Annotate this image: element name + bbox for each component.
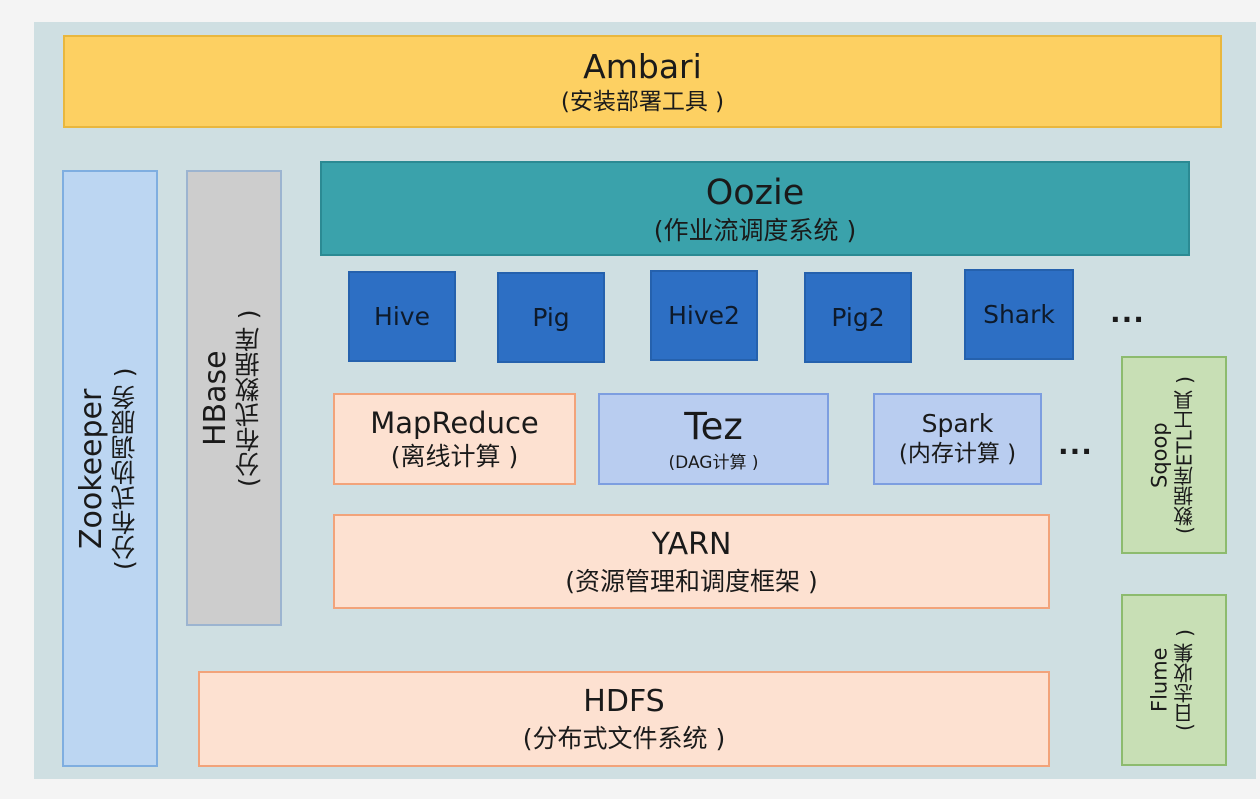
- pig-title: Pig: [532, 302, 570, 332]
- hive2-box: Hive2: [650, 270, 758, 361]
- tez-subtitle: (DAG计算 ): [668, 453, 759, 473]
- sqoop-subtitle: (数据库ETL工具 ): [1172, 376, 1197, 534]
- hbase-box: HBase (分布式数据库 ): [186, 170, 282, 626]
- mapreduce-box: MapReduce (离线计算 ): [333, 393, 576, 485]
- mapreduce-title: MapReduce: [370, 405, 539, 440]
- hdfs-title: HDFS: [583, 684, 665, 719]
- shark-title: Shark: [983, 299, 1055, 329]
- spark-title: Spark: [921, 409, 994, 439]
- hdfs-subtitle: (分布式文件系统 ): [522, 724, 726, 753]
- zookeeper-subtitle: (分布式协调服务 ): [110, 367, 139, 570]
- ambari-title: Ambari: [583, 46, 702, 86]
- pig2-box: Pig2: [804, 272, 912, 363]
- mapreduce-subtitle: (离线计算 ): [390, 442, 519, 472]
- flume-title: Flume: [1147, 647, 1172, 713]
- flume-subtitle: (日志收集 ): [1172, 629, 1197, 731]
- sqoop-box: Sqoop (数据库ETL工具 ): [1121, 356, 1227, 554]
- compute-more-ellipsis: ...: [1058, 428, 1093, 461]
- oozie-box: Oozie (作业流调度系统 ): [320, 161, 1190, 256]
- hive2-title: Hive2: [668, 300, 740, 330]
- hbase-subtitle: (分布式数据库 ): [234, 309, 263, 487]
- hive-title: Hive: [374, 301, 430, 331]
- spark-box: Spark (内存计算 ): [873, 393, 1042, 485]
- oozie-subtitle: (作业流调度系统 ): [653, 215, 857, 245]
- engines-more-ellipsis: ...: [1110, 296, 1145, 329]
- pig2-title: Pig2: [831, 302, 885, 332]
- yarn-subtitle: (资源管理和调度框架 ): [565, 566, 818, 596]
- zookeeper-box: Zookeeper (分布式协调服务 ): [62, 170, 158, 767]
- yarn-title: YARN: [651, 526, 732, 562]
- spark-subtitle: (内存计算 ): [898, 441, 1017, 468]
- flume-box: Flume (日志收集 ): [1121, 594, 1227, 766]
- hive-box: Hive: [348, 271, 456, 362]
- shark-box: Shark: [964, 269, 1074, 360]
- tez-title: Tez: [684, 404, 743, 448]
- hbase-title: HBase: [198, 350, 233, 446]
- oozie-title: Oozie: [705, 172, 805, 213]
- hdfs-box: HDFS (分布式文件系统 ): [198, 671, 1050, 767]
- ambari-subtitle: (安装部署工具 ): [560, 88, 725, 115]
- tez-box: Tez (DAG计算 ): [598, 393, 829, 485]
- yarn-box: YARN (资源管理和调度框架 ): [333, 514, 1050, 609]
- zookeeper-title: Zookeeper: [74, 388, 109, 549]
- ambari-box: Ambari (安装部署工具 ): [63, 35, 1222, 128]
- pig-box: Pig: [497, 272, 605, 363]
- sqoop-title: Sqoop: [1147, 422, 1172, 488]
